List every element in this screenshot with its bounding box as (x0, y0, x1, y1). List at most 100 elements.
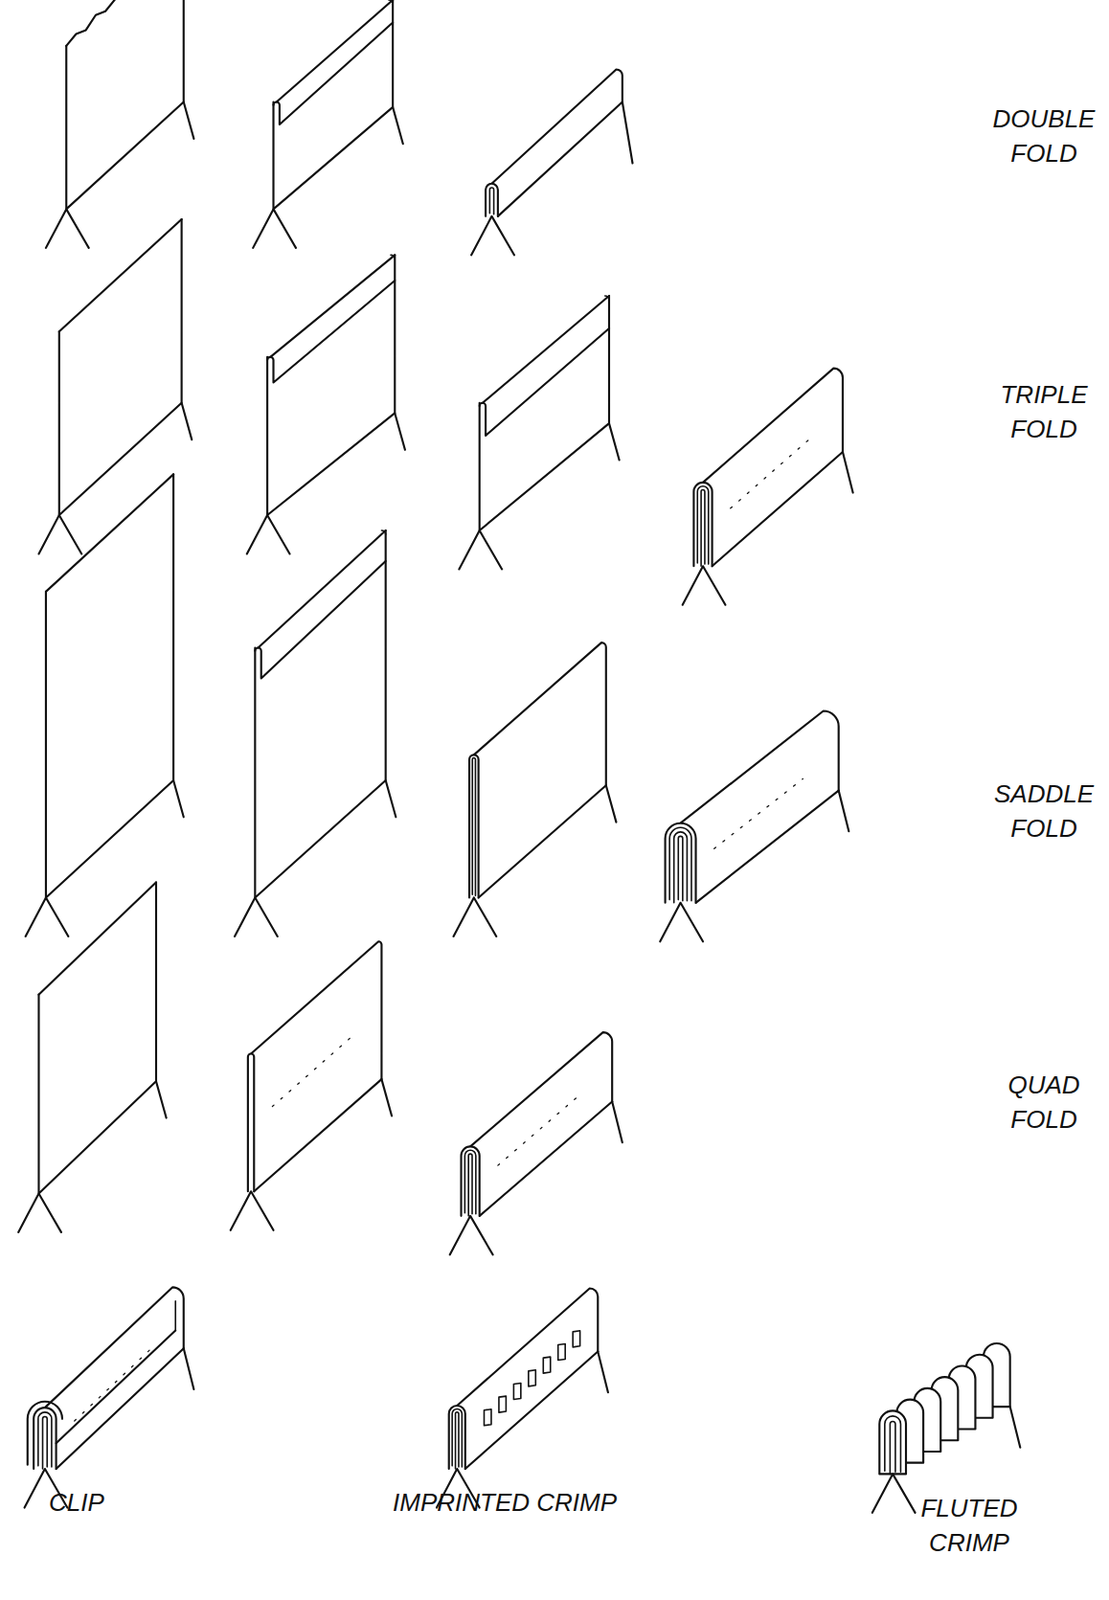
top-edge (250, 941, 382, 1080)
support-leg (230, 1191, 274, 1230)
center-line (730, 438, 811, 509)
sheet-outline (59, 219, 182, 516)
bottom-edge (56, 1348, 184, 1470)
top-edge (680, 711, 839, 824)
imprint-mark (572, 1331, 580, 1348)
clip-wrap (27, 1402, 63, 1466)
fold-corner (381, 530, 385, 535)
top-edge (702, 368, 843, 483)
support-leg (394, 412, 406, 450)
sheet-outline (267, 254, 395, 516)
sheet-top-edge (45, 474, 174, 592)
bottom-edge (478, 785, 607, 898)
sheet-outline (38, 882, 157, 1194)
fold-profile (449, 1405, 466, 1470)
imprint-mark (483, 1409, 491, 1426)
label-slot: QUAD FOLD (984, 1068, 1105, 1138)
folded-edge-figure (450, 1032, 623, 1255)
fold-layer (889, 1421, 896, 1474)
bottom-edge (465, 1352, 598, 1471)
support-leg (872, 1473, 916, 1513)
support-leg (183, 102, 195, 139)
bottom-edge (497, 102, 623, 217)
fold-layer (884, 1416, 902, 1472)
support-leg (453, 897, 498, 936)
support-leg (173, 780, 184, 817)
torn-edge (66, 0, 184, 46)
imprint-mark (558, 1343, 566, 1360)
label-slot: DOUBLE FOLD (984, 102, 1105, 172)
sheet-figure (234, 530, 396, 937)
label-slot: IMPRINTED CRIMP (341, 1486, 668, 1521)
top-edge (491, 68, 622, 183)
sheet-figure (252, 0, 404, 249)
sheet-figure (18, 882, 166, 1232)
folded-edge-figure (471, 68, 633, 255)
fold-label: IMPRINTED CRIMP (392, 1488, 617, 1517)
fold-label: SADDLE FOLD (994, 779, 1094, 843)
fold-flap (254, 561, 385, 679)
support-leg (609, 423, 620, 460)
fold-figures (18, 0, 1020, 1514)
sheet-top-edge (276, 0, 393, 103)
fold-layer (701, 490, 705, 567)
top-edge (474, 642, 607, 786)
support-leg (622, 102, 634, 164)
support-leg (234, 897, 278, 936)
fold-label: TRIPLE FOLD (999, 380, 1087, 444)
fold-layer (472, 758, 476, 897)
fold-profile (248, 1053, 254, 1192)
fold-layer (489, 187, 494, 215)
sheet-outline (45, 474, 174, 898)
fold-layer (43, 1417, 48, 1471)
center-line (271, 1038, 350, 1107)
support-leg (156, 1081, 167, 1118)
fold-label: FLUTED CRIMP (920, 1493, 1018, 1558)
support-leg (45, 208, 90, 248)
fold-layer (678, 836, 683, 901)
fold-corner (388, 0, 393, 4)
center-line (714, 778, 804, 849)
imprint-mark (513, 1382, 521, 1400)
support-leg (682, 565, 726, 605)
sheet-figure (45, 0, 194, 249)
sheet-figure (25, 474, 184, 937)
label-slot: CLIP (19, 1486, 135, 1521)
support-leg (597, 1352, 609, 1394)
fold-layer (468, 1154, 473, 1217)
support-leg (18, 1193, 62, 1232)
support-leg (183, 1348, 195, 1390)
clip-end (174, 1301, 177, 1332)
fold-flap (267, 280, 395, 384)
sheet-top-edge (38, 882, 157, 995)
support-leg (450, 1216, 494, 1255)
imprint-mark (543, 1357, 550, 1374)
support-leg (1010, 1406, 1021, 1449)
fold-profile (469, 754, 479, 898)
imprint-mark (528, 1370, 536, 1387)
label-slot: TRIPLE FOLD (984, 378, 1105, 448)
fold-profile (693, 482, 712, 566)
fluted-figure (872, 1343, 1020, 1514)
fold-label: QUAD FOLD (1007, 1070, 1080, 1134)
sheet-top-edge (258, 530, 386, 649)
center-line (497, 1095, 580, 1166)
fold-profile (485, 183, 498, 217)
sheet-outline (273, 0, 394, 209)
fold-layer (452, 1408, 462, 1467)
center-line (74, 1348, 153, 1422)
sheet-outline (254, 530, 385, 899)
sheet-outline (479, 295, 610, 531)
fold-profile (461, 1146, 480, 1216)
fold-layer (669, 827, 692, 901)
fold-flap (479, 328, 610, 436)
support-leg (385, 780, 397, 817)
support-leg (381, 1079, 392, 1116)
support-leg (252, 208, 296, 248)
folded-edge-figure (230, 941, 392, 1230)
folded-edge-figure (682, 368, 854, 606)
support-leg (606, 785, 617, 822)
imprint-mark (498, 1396, 506, 1413)
